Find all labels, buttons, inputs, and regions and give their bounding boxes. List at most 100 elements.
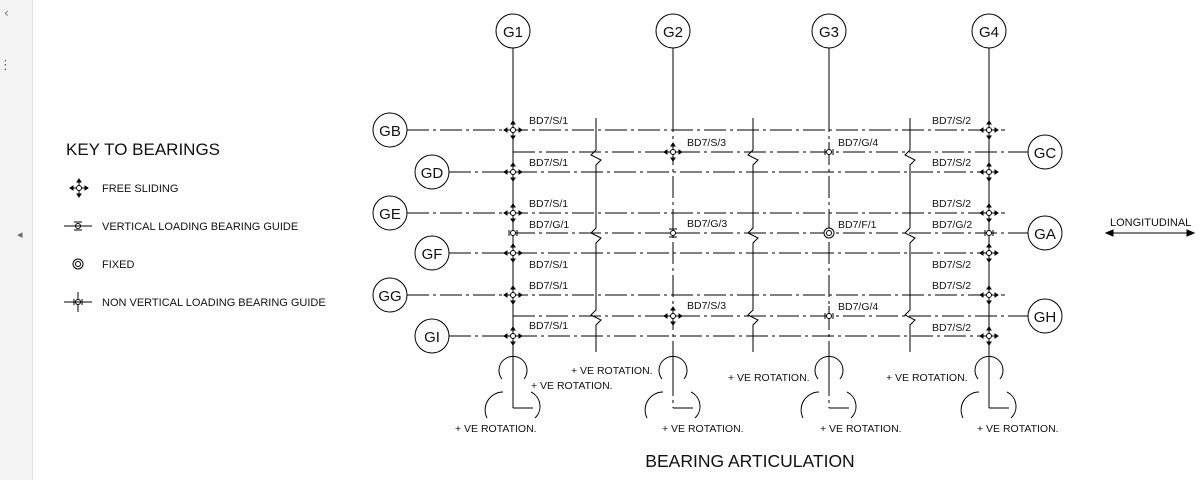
- bearing-label: BD7/S/2: [932, 198, 971, 210]
- rotation-label-g2-top: + VE ROTATION.: [571, 365, 653, 377]
- joint-break-1: [590, 118, 602, 352]
- bearing-g3-ga: [823, 227, 835, 239]
- key-symbol-free-sliding: [69, 178, 89, 198]
- gridline-label-g4: G4: [979, 24, 999, 41]
- longitudinal-label: LONGITUDINAL: [1110, 217, 1191, 229]
- row-label-gc: GC: [1034, 145, 1057, 162]
- rotation-curve-left-4: [960, 391, 980, 419]
- free-sliding-arrows: [663, 142, 683, 162]
- bearing-g1-gi: [503, 326, 523, 346]
- bearing-label: BD7/S/1: [529, 259, 568, 271]
- collapse-panel-icon[interactable]: ◂: [17, 228, 23, 241]
- bearing-label: BD7/G/4: [838, 301, 878, 313]
- bearing-g2-gh: [663, 306, 683, 326]
- rotation-curve-left-1: [484, 391, 504, 419]
- guide-dot: [826, 313, 832, 319]
- bearing-label: BD7/S/1: [529, 320, 568, 332]
- drawing-title: BEARING ARTICULATION: [645, 451, 854, 471]
- key-label-vertical-guide: VERTICAL LOADING BEARING GUIDE: [102, 221, 298, 233]
- bearing-g1-gf: [503, 243, 523, 263]
- free-sliding-arrows: [69, 178, 89, 198]
- gridline-label-g3: G3: [819, 24, 839, 41]
- bearing-g4-ge: [979, 203, 999, 223]
- bearing-g1-gg: [503, 285, 523, 305]
- bearing-g1-gd: [503, 162, 523, 182]
- joint-break-3: [904, 118, 916, 352]
- bearing-label: BD7/F/1: [838, 219, 877, 231]
- key-label-fixed: FIXED: [102, 259, 134, 271]
- rotation-label-g4-bottom: + VE ROTATION.: [977, 423, 1059, 435]
- bearing-label: BD7/G/2: [932, 219, 972, 231]
- free-sliding-dot: [986, 333, 992, 339]
- free-sliding-arrows: [979, 285, 999, 305]
- rotation-label-g2-bottom: + VE ROTATION.: [662, 423, 744, 435]
- free-sliding-arrows: [979, 162, 999, 182]
- rotation-label-g4-left: + VE ROTATION.: [886, 372, 968, 384]
- row-label-ge: GE: [379, 206, 401, 223]
- free-sliding-arrows: [503, 203, 523, 223]
- gridline-label-g1: G1: [503, 24, 523, 41]
- key-symbol-fixed: [72, 258, 84, 270]
- row-label-gi: GI: [424, 329, 440, 346]
- free-sliding-dot: [986, 169, 992, 175]
- gridline-label-g2: G2: [663, 24, 683, 41]
- bearing-g2-gc: [663, 142, 683, 162]
- bearing-label: BD7/G/4: [838, 137, 878, 149]
- bearing-g4-gf: [979, 243, 999, 263]
- bearing-g2-ga: [663, 228, 683, 238]
- rotation-label-g3-bottom: + VE ROTATION.: [820, 423, 902, 435]
- rotation-curve-right-2: [690, 391, 701, 419]
- bearing-g3-gc: [824, 142, 834, 162]
- free-sliding-dot: [510, 169, 516, 175]
- bearing-label: BD7/S/1: [529, 198, 568, 210]
- free-sliding-arrows: [979, 120, 999, 140]
- bearing-label: BD7/G/1: [529, 219, 569, 231]
- bearing-label: BD7/S/2: [932, 322, 971, 334]
- bearing-label: BD7/G/3: [687, 218, 727, 230]
- bearing-label: BD7/S/2: [932, 115, 971, 127]
- rotation-curve-right-3: [846, 391, 857, 419]
- guide-dot: [510, 230, 516, 236]
- fixed-outer: [823, 227, 835, 239]
- row-label-gg: GG: [378, 288, 401, 305]
- rotation-curve-left-3: [800, 391, 820, 419]
- bearing-label: BD7/S/2: [932, 280, 971, 292]
- bearing-g1-gb: [503, 120, 523, 140]
- free-sliding-arrows: [503, 326, 523, 346]
- fixed-outer: [72, 258, 84, 270]
- guide-dot: [670, 230, 676, 236]
- rotation-symbol-g2: [658, 355, 688, 380]
- row-label-gh: GH: [1034, 309, 1057, 326]
- free-sliding-dot: [510, 127, 516, 133]
- bearing-g1-ga: [508, 223, 518, 243]
- free-sliding-arrows: [503, 243, 523, 263]
- collapse-top-icon[interactable]: ‹: [4, 6, 9, 20]
- rotation-curve-left-2: [644, 391, 664, 419]
- free-sliding-arrows: [663, 306, 683, 326]
- free-sliding-dot: [986, 127, 992, 133]
- bearing-g4-gi: [979, 326, 999, 346]
- row-label-gd: GD: [421, 165, 444, 182]
- free-sliding-arrows: [503, 120, 523, 140]
- menu-dots-icon[interactable]: ⋮: [0, 58, 12, 73]
- bearing-g4-gg: [979, 285, 999, 305]
- free-sliding-dot: [670, 149, 676, 155]
- free-sliding-arrows: [979, 203, 999, 223]
- rotation-label-g3-left: + VE ROTATION.: [728, 372, 810, 384]
- bearing-label: BD7/S/1: [529, 280, 568, 292]
- bearing-label: BD7/S/3: [687, 137, 726, 149]
- fixed-inner: [826, 230, 832, 236]
- rotation-symbol-g3: [814, 355, 844, 380]
- free-sliding-arrows: [503, 162, 523, 182]
- free-sliding-dot: [510, 210, 516, 216]
- free-sliding-dot: [986, 292, 992, 298]
- row-label-gf: GF: [422, 246, 443, 263]
- rotation-curve-right-4: [1006, 391, 1017, 419]
- rotation-symbol-g4: [974, 355, 1004, 380]
- side-panel: ‹ ⋮ ◂: [0, 0, 33, 480]
- guide-dot: [826, 149, 832, 155]
- free-sliding-arrows: [979, 243, 999, 263]
- free-sliding-dot: [510, 250, 516, 256]
- fixed-inner: [75, 261, 81, 267]
